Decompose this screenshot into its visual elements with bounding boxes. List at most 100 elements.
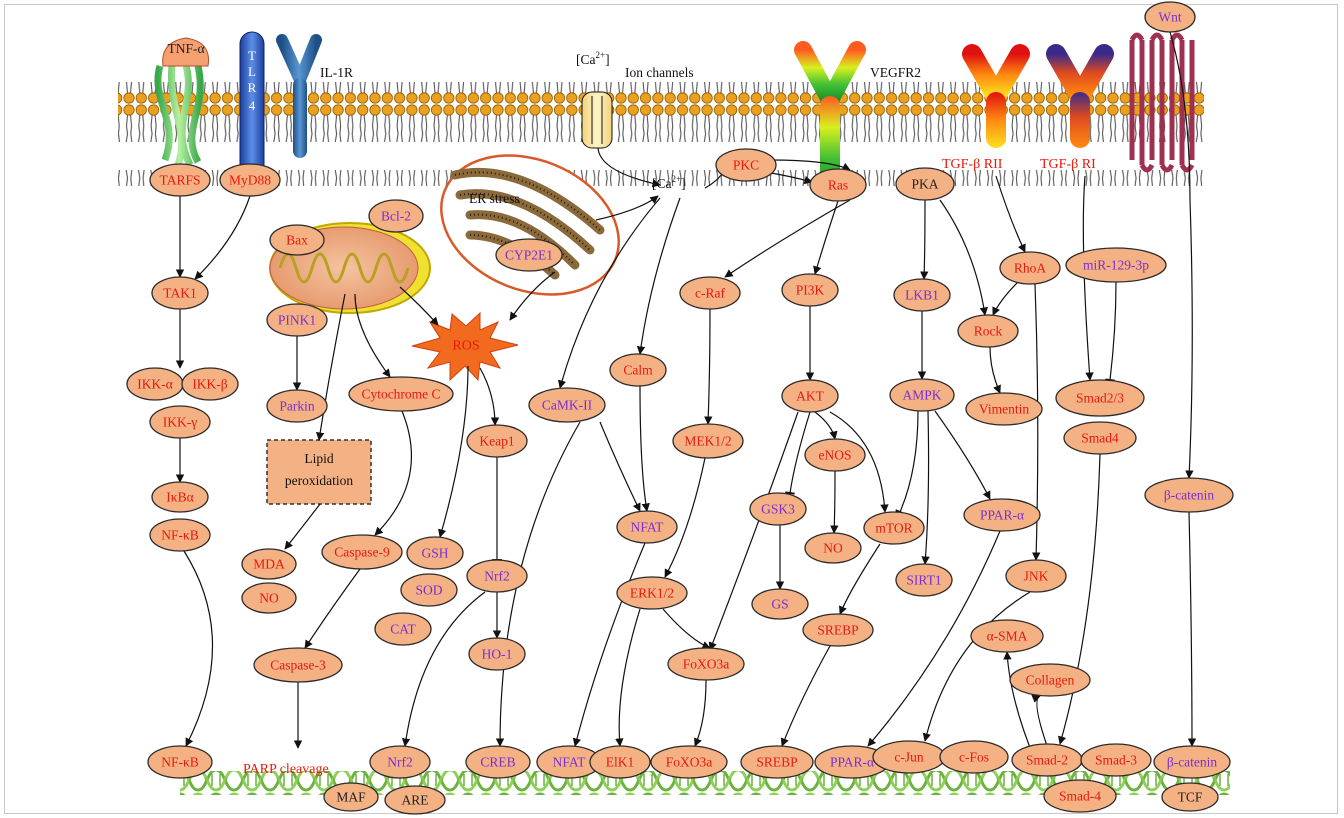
node-cfos: c-Fos [940, 741, 1008, 773]
node-label: CaMK-II [542, 398, 593, 413]
tlr4-receptor: T L R 4 [240, 32, 264, 182]
node-parkin: Parkin [267, 390, 327, 422]
node-smad3: Smad-3 [1081, 744, 1151, 776]
activation-edge [600, 422, 640, 511]
node-label: PINK1 [278, 313, 316, 328]
node-cytc: Cytochrome C [349, 377, 453, 411]
activation-edge [708, 309, 710, 424]
node-asma: α-SMA [971, 620, 1043, 652]
node-label: Smad-2 [1026, 753, 1068, 768]
node-label: NF-κB [161, 528, 199, 543]
activation-edge [619, 609, 640, 746]
node-gsh: GSH [407, 537, 463, 569]
node-label: Ras [828, 178, 848, 193]
activation-edge [1189, 200, 1192, 478]
node-myd88: MyD88 [220, 164, 280, 196]
activation-edge [990, 347, 1000, 393]
tgfb-ri-label: TGF-β RI [1040, 157, 1096, 172]
node-label: MDA [253, 557, 285, 572]
node-nrf2a: Nrf2 [467, 560, 527, 592]
node-foxo2: FoXO3a [651, 746, 727, 778]
il1r-label: IL-1R [320, 65, 353, 80]
activation-edge [924, 200, 925, 279]
node-vim: Vimentin [966, 393, 1042, 425]
node-ikkb: IKK-β [182, 368, 238, 400]
node-erk: ERK1/2 [617, 577, 687, 609]
node-label: Smad-4 [1059, 789, 1101, 804]
tlr-letter: 4 [249, 98, 256, 113]
node-mtor: mTOR [864, 512, 924, 544]
lipid-peroxidation-box: Lipid peroxidation [267, 440, 371, 504]
node-label: NFAT [631, 520, 665, 535]
node-bcl2: Bcl-2 [369, 200, 423, 232]
node-label: Nrf2 [484, 569, 510, 584]
node-gsk3: GSK3 [750, 493, 806, 525]
node-label: NO [259, 591, 279, 606]
node-label: NF-κB [161, 755, 199, 770]
node-sirt1: SIRT1 [896, 564, 952, 596]
node-label: ERK1/2 [630, 586, 674, 601]
tgfb-rii-label: TGF-β RII [942, 157, 1003, 172]
node-label: IKK-γ [163, 415, 197, 430]
node-casp9: Caspase-9 [322, 535, 402, 569]
node-label: MAF [336, 790, 366, 805]
node-ho1: HO-1 [469, 638, 525, 670]
node-smad2: Smad-2 [1012, 744, 1082, 776]
node-ikka: IKK-α [127, 368, 183, 400]
node-cyp2e1: CYP2E1 [496, 239, 562, 271]
node-label: PKC [733, 158, 759, 173]
activation-edge [1189, 512, 1192, 746]
node-label: miR-129-3p [1083, 258, 1149, 273]
node-nfkb1: NF-κB [150, 519, 210, 551]
node-bcat2: β-catenin [1154, 746, 1230, 778]
node-calm: Calm [610, 354, 666, 386]
node-ikkg: IKK-γ [150, 406, 210, 438]
node-nfat1: NFAT [617, 511, 677, 543]
node-label: c-Fos [959, 750, 989, 765]
node-no1: NO [242, 583, 296, 613]
lipid-label-1: Lipid [304, 451, 333, 466]
activation-edge [725, 200, 850, 277]
node-label: IκBα [166, 490, 193, 505]
tlr-letter: L [248, 64, 256, 79]
node-enos: eNOS [805, 439, 865, 471]
node-cjun: c-Jun [873, 741, 945, 773]
ros-burst: ROS [412, 313, 518, 380]
node-rock: Rock [958, 315, 1018, 347]
activation-edge [834, 471, 835, 533]
node-label: PPAR-α [980, 508, 1024, 523]
node-nfkb2: NF-κB [148, 746, 212, 778]
node-label: Calm [623, 363, 653, 378]
node-label: Smad-3 [1095, 753, 1137, 768]
node-label: PKA [911, 177, 938, 192]
node-label: RhoA [1014, 261, 1047, 276]
node-label: Caspase-3 [270, 658, 326, 673]
node-label: Parkin [279, 399, 314, 414]
node-creb: CREB [466, 746, 530, 778]
node-jnk: JNK [1006, 560, 1066, 592]
activation-edge [400, 287, 438, 325]
node-craf: c-Raf [680, 277, 740, 309]
node-label: PPAR-α [830, 755, 874, 770]
activation-edge [925, 592, 1030, 741]
node-label: AMPK [902, 388, 941, 403]
node-label: CREB [480, 755, 515, 770]
node-coll: Collagen [1010, 664, 1090, 696]
activation-edge [996, 176, 1025, 252]
node-label: mTOR [875, 521, 912, 536]
activation-edge [993, 282, 1018, 315]
node-sod: SOD [401, 574, 457, 606]
node-label: IKK-β [192, 377, 227, 392]
activation-edge [575, 543, 645, 746]
node-are: ARE [385, 786, 445, 814]
node-label: JNK [1024, 569, 1049, 584]
node-label: NO [823, 541, 843, 556]
activation-edge [184, 551, 213, 746]
node-smad4: Smad4 [1064, 422, 1136, 454]
node-label: Keap1 [479, 434, 514, 449]
node-rhoa: RhoA [1000, 252, 1060, 284]
node-label: GSH [421, 546, 448, 561]
activation-edge [815, 412, 835, 439]
activation-edge [935, 411, 990, 499]
